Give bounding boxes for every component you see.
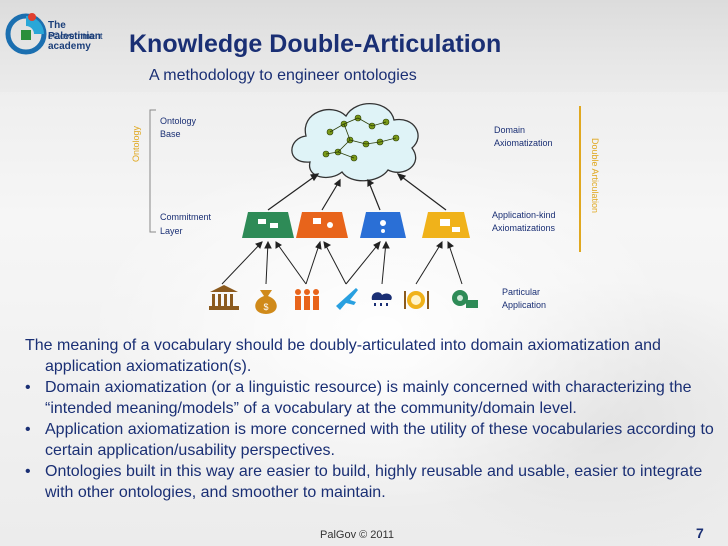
- money-bag-icon: $: [255, 290, 277, 314]
- double-articulation-diagram: $ Ontology Double Articulation Ontology …: [0, 92, 728, 332]
- bullet-item: •Ontologies built in this way are easier…: [25, 463, 703, 501]
- domain-cloud-icon: [291, 103, 419, 182]
- logo-line-1: The Palestinian: [48, 20, 101, 42]
- ontology-base-label-1: Ontology: [160, 116, 197, 126]
- svg-text:$: $: [263, 302, 268, 312]
- application-axiomatizations-label-2: Axiomatizations: [492, 223, 556, 233]
- slide-header: [0, 0, 728, 92]
- dining-icon: [404, 291, 429, 309]
- machinery-icon: [452, 290, 478, 308]
- ontology-base-label-2: Base: [160, 129, 181, 139]
- airplane-icon: [336, 288, 358, 310]
- logo-line-2: eGovernment: [48, 31, 103, 41]
- double-articulation-label: Double Articulation: [590, 138, 600, 214]
- page-number: 7: [696, 525, 704, 541]
- palgov-logo: The Palestinian eGovernment academy: [4, 6, 116, 62]
- logo-line-3: academy: [48, 41, 91, 52]
- particular-application-label-1: Particular: [502, 287, 541, 297]
- ontology-vertical-label: Ontology: [131, 125, 141, 162]
- bullet-item: •Application axiomatization is more conc…: [25, 421, 714, 459]
- slide-body: The meaning of a vocabulary should be do…: [25, 335, 715, 503]
- academy-emblem-icon: [5, 13, 47, 55]
- bank-icon: [209, 285, 239, 310]
- commitment-green: [242, 212, 294, 238]
- weather-icon: [371, 292, 392, 306]
- ontology-bracket: [149, 109, 156, 233]
- intro-paragraph: The meaning of a vocabulary should be do…: [25, 337, 661, 375]
- application-axiomatizations-label-1: Application-kind: [492, 210, 556, 220]
- commitment-layer-label-2: Layer: [160, 226, 183, 236]
- commitment-layer-label-1: Commitment: [160, 212, 212, 222]
- domain-axiomatization-label-1: Domain: [494, 125, 526, 135]
- people-icon: [295, 289, 319, 310]
- domain-axiomatization-label-2: Axiomatization: [494, 138, 553, 148]
- footer-copyright: PalGov © 2011: [320, 529, 394, 541]
- commitment-blue: [360, 212, 406, 238]
- commitment-yellow: [422, 212, 470, 238]
- slide-subtitle: A methodology to engineer ontologies: [149, 67, 417, 84]
- bullet-text: Domain axiomatization (or a linguistic r…: [45, 379, 692, 417]
- commitment-orange: [296, 212, 348, 238]
- bullet-item: •Domain axiomatization (or a linguistic …: [25, 379, 692, 417]
- bullet-text: Ontologies built in this way are easier …: [45, 463, 703, 501]
- slide-title: Knowledge Double-Articulation: [129, 30, 502, 58]
- particular-application-label-2: Application: [502, 300, 547, 310]
- bullet-text: Application axiomatization is more conce…: [45, 421, 714, 459]
